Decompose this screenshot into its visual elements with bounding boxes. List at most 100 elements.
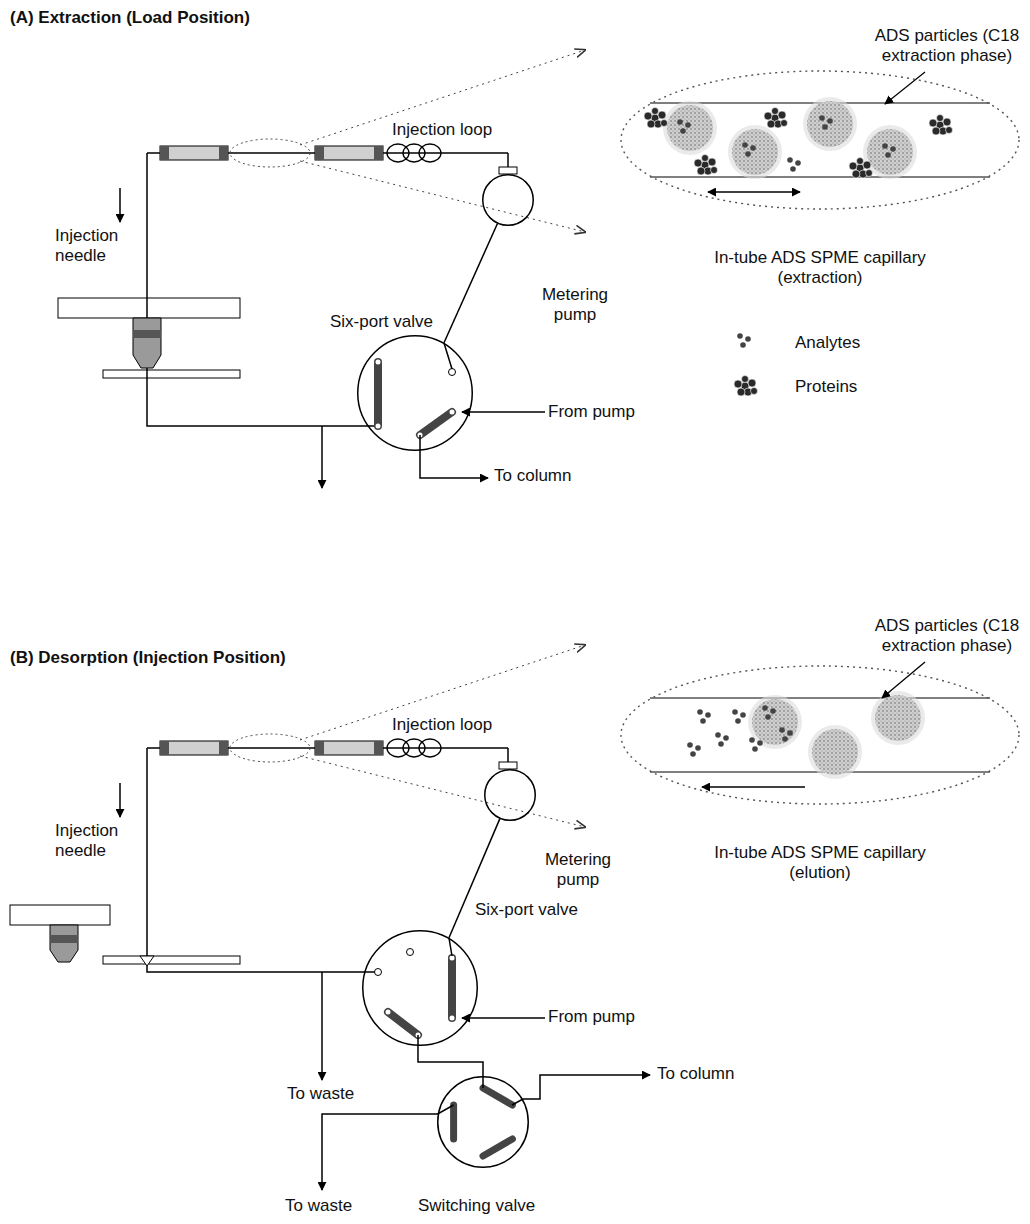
- capillary-zoom: [694, 155, 718, 176]
- capillary-zoom: [779, 727, 793, 742]
- six-port-valve-outline: [357, 335, 473, 451]
- six-port-valve-outline: [362, 930, 478, 1046]
- pipe-connector: [449, 819, 500, 938]
- capillary-zoom: [849, 158, 873, 179]
- valve-rotor: [450, 956, 455, 961]
- injector: [50, 935, 78, 943]
- valve-rotor: [407, 949, 414, 956]
- capillary-zoom: [702, 786, 805, 787]
- valve-rotor: [454, 1076, 513, 1156]
- flow-arrow: [512, 1075, 650, 1105]
- node-label: Six-port valve: [475, 900, 578, 920]
- six-port-valve: Six-port valve: [362, 930, 478, 1046]
- injector: [140, 956, 154, 966]
- capillary-zoom: [787, 157, 801, 172]
- flow-label: To waste: [285, 1196, 352, 1216]
- capillary-zoom: [732, 709, 746, 724]
- capillary-zoom: [650, 662, 990, 787]
- legend-symbol: [734, 376, 758, 397]
- part-label: Injection needle: [55, 821, 125, 861]
- capillary-zoom-ellipse-outline: [620, 665, 1020, 805]
- metering-pump-outline: [484, 769, 536, 821]
- injector: [133, 330, 161, 338]
- injector: [58, 298, 240, 318]
- capillary-zoom: [762, 705, 776, 720]
- capillary-zoom: [819, 115, 833, 130]
- flow-arrow: [322, 1105, 454, 1190]
- legend-symbol: [737, 333, 751, 348]
- valve-outline: [483, 175, 534, 226]
- capillary-zoom: [882, 143, 896, 158]
- metering-pump: Metering pump: [482, 174, 534, 226]
- capillary-zoom-ellipse-outline: [620, 70, 1020, 210]
- injector: [50, 925, 78, 962]
- capillary-zoom: [677, 119, 691, 134]
- node-label: In-tube ADS SPME capillary (extraction): [690, 248, 950, 288]
- valve-rotor: [450, 1016, 455, 1021]
- switching-valve: Switching valve: [437, 1076, 529, 1168]
- legend-label: Proteins: [795, 377, 857, 397]
- flow-label: From pump: [548, 402, 635, 422]
- zoom-outline: [621, 666, 1019, 804]
- flow-arrow: [462, 1017, 545, 1019]
- switching-valve-outline: [437, 1076, 529, 1168]
- injector: [147, 748, 378, 972]
- injector: [10, 905, 110, 925]
- six-port-valve: Six-port valve: [357, 335, 473, 451]
- injector: [103, 370, 240, 378]
- capillary-zoom: [764, 108, 788, 129]
- injector: [133, 318, 161, 368]
- capillary-zoom: [644, 108, 668, 129]
- node-label: Six-port valve: [330, 312, 433, 332]
- node-label: Metering pump: [528, 850, 628, 890]
- part-label: Injection needle: [55, 226, 125, 266]
- callout-label: ADS particles (C18 extraction phase): [872, 616, 1022, 656]
- capillary-zoom: [708, 191, 800, 192]
- capillary-zoom: [808, 725, 862, 779]
- capillary-zoom: [803, 97, 857, 151]
- flow-arrow: [420, 435, 488, 478]
- part-label: Injection loop: [392, 715, 492, 735]
- flow-arrow: [462, 411, 545, 413]
- injector: [119, 188, 121, 222]
- capillary-zoom: [715, 732, 729, 747]
- valve-rotor: [449, 369, 456, 376]
- capillary-zoom: [885, 72, 925, 104]
- valve-outline: [363, 931, 478, 1046]
- zoom-outline: [621, 71, 1019, 209]
- capillary-line: [147, 50, 585, 232]
- capillary-zoom: [742, 142, 756, 157]
- flow-arrow: [322, 972, 650, 1190]
- injector: [147, 153, 378, 426]
- valve-rotor: [483, 1139, 512, 1156]
- capillary-line: [147, 645, 585, 827]
- metering-pump-outline: [482, 174, 534, 226]
- capillary-zoom: [929, 115, 953, 136]
- node-label: Switching valve: [418, 1196, 535, 1216]
- valve-rotor: [483, 1088, 512, 1105]
- capillary-zoom-ellipse: In-tube ADS SPME capillary (extraction): [620, 70, 1020, 210]
- valve-outline: [358, 336, 473, 451]
- capillary-zoom: [650, 698, 990, 699]
- injector: [119, 783, 121, 817]
- valve-rotor: [450, 410, 455, 415]
- valve-rotor: [374, 362, 382, 426]
- flow-label: To column: [494, 466, 571, 486]
- callout-label: ADS particles (C18 extraction phase): [872, 26, 1022, 66]
- flow-arrow: [321, 972, 323, 1080]
- valve-rotor: [375, 969, 382, 976]
- flow-arrow: [321, 426, 323, 488]
- pipe-connector: [444, 224, 497, 343]
- capillary-zoom: [697, 709, 711, 724]
- capillary-zoom: [748, 695, 802, 749]
- valve-rotor: [376, 343, 456, 438]
- valve-rotor: [450, 1105, 457, 1139]
- flow-label: From pump: [548, 1007, 635, 1027]
- legend-symbol: [734, 333, 758, 396]
- capillary-zoom: [687, 742, 701, 757]
- capillary-zoom: [663, 101, 717, 155]
- capillary-zoom: [728, 125, 782, 179]
- valve-outline: [485, 770, 536, 821]
- part-label: Injection loop: [392, 120, 492, 140]
